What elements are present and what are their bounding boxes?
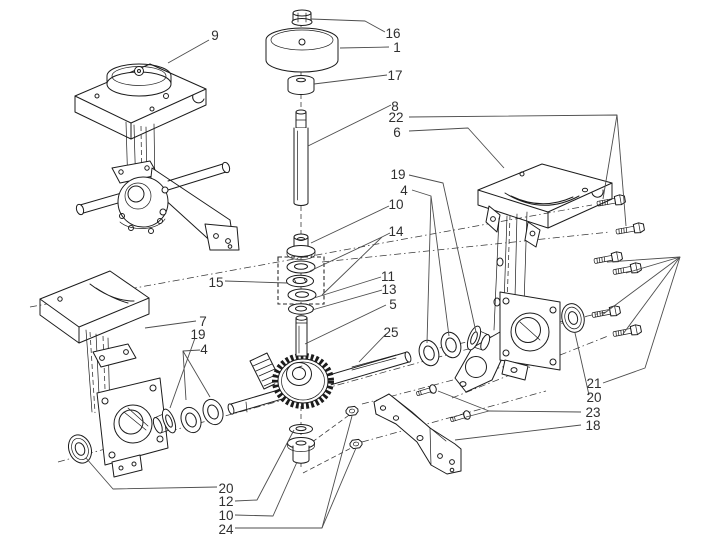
spur-gear: [272, 353, 334, 409]
callout-4-right-leader-1: [430, 195, 450, 337]
callout-22-label: 22: [388, 110, 403, 125]
right-washer-b: [437, 329, 465, 361]
callout-11-label: 11: [381, 269, 395, 284]
callout-6-leader-0: [408, 127, 505, 169]
pulley: [265, 27, 339, 73]
callout-23-leader-1: [465, 410, 490, 418]
kit-washer-3: [287, 288, 317, 302]
bolt-6: [611, 323, 643, 340]
spacer: [287, 75, 315, 95]
callout-4-left-label: 4: [200, 342, 208, 357]
callout-1-label: 1: [393, 40, 401, 55]
callout-10-right-leader-0: [310, 205, 390, 244]
callout-11-leader-0: [313, 276, 382, 299]
callout-19-right-leader-0: [408, 174, 477, 333]
right-washer-a: [415, 337, 443, 369]
callout-24-label: 24: [218, 522, 234, 537]
right-output-seal: [558, 300, 588, 336]
callout-20-right-leader-0: [574, 332, 590, 396]
callout-23-leader-0: [437, 390, 582, 413]
callout-6-label: 6: [393, 125, 401, 140]
callout-16-leader-0: [310, 18, 386, 33]
callout-12-label: 12: [218, 494, 233, 509]
callout-15-leader-0: [224, 280, 288, 284]
callout-19-left-label: 19: [190, 327, 205, 342]
left-washer-b: [198, 395, 228, 429]
callout-8-leader-0: [307, 104, 392, 147]
callout-10-bottom-label: 10: [218, 508, 233, 523]
callout-19-left-leader-0: [169, 337, 196, 409]
callout-5-leader-0: [304, 304, 387, 345]
callout-25-leader-0: [358, 333, 387, 363]
left-housing-half: [39, 270, 169, 478]
assembled-gearbox: [74, 63, 240, 251]
bolt-3: [592, 250, 624, 267]
axle-shaft-and-gears: [227, 351, 412, 415]
input-shaft-stack: [265, 9, 339, 464]
callout-7-leader-0: [144, 320, 197, 329]
callout-14-label: 14: [388, 224, 404, 239]
callout-17-leader-0: [313, 74, 388, 85]
callout-21-leader-1: [625, 256, 681, 274]
callout-20-bottom-left-label: 20: [218, 481, 233, 496]
callout-21-leader-0: [602, 256, 681, 384]
callout-17-label: 17: [387, 68, 402, 83]
callout-9-label: 9: [211, 28, 219, 43]
callout-21-label: 21: [586, 376, 601, 391]
left-output-seal: [64, 431, 96, 467]
callout-13-label: 13: [381, 282, 396, 297]
bolt-2: [614, 221, 646, 238]
gear-shaft: [295, 315, 308, 357]
callout-1-leader-0: [339, 46, 390, 49]
lower-washer: [289, 424, 313, 434]
carriage-bolt-2: [448, 409, 472, 425]
callout-13-leader-0: [311, 289, 383, 311]
lower-flanged-bushing: [287, 437, 315, 464]
callout-20-bottom-left-leader-0: [85, 457, 218, 490]
callout-9-leader-0: [167, 39, 210, 64]
upper-flanged-bushing: [286, 233, 316, 260]
right-housing-half: [454, 163, 613, 393]
flange-nut: [291, 9, 313, 26]
callout-7-label: 7: [199, 314, 207, 329]
thrust-washer: [288, 303, 314, 315]
callout-23-label: 23: [585, 405, 600, 420]
callout-4-right-leader-0: [411, 189, 432, 344]
callout-24-leader-1: [321, 447, 357, 529]
callout-5-label: 5: [389, 297, 397, 312]
hex-nut-2: [348, 438, 364, 450]
input-shaft: [293, 109, 309, 206]
carriage-bolt-1: [414, 383, 438, 399]
hex-nut-1: [344, 405, 360, 417]
kit-washer-1: [286, 260, 316, 274]
callout-18-leader-0: [454, 424, 582, 441]
callout-4-right-label: 4: [400, 183, 408, 198]
callout-10-right-label: 10: [388, 197, 403, 212]
callout-15-label: 15: [208, 275, 223, 290]
callout-18-label: 18: [585, 418, 600, 433]
callout-14-leader-1: [321, 236, 383, 296]
kit-washer-2: [286, 274, 314, 288]
callout-22-leader-1: [616, 114, 627, 227]
callout-12-leader-0: [234, 429, 295, 502]
callout-19-right-label: 19: [390, 167, 405, 182]
callout-4-left-leader-1: [182, 350, 211, 398]
callout-21-leader-2: [601, 256, 681, 316]
callout-10-bottom-leader-0: [234, 461, 298, 517]
callout-14-leader-0: [309, 232, 391, 272]
mounting-bracket: [373, 393, 462, 475]
callout-8-label: 8: [391, 99, 399, 114]
callout-16-label: 16: [385, 26, 400, 41]
washer-kit-box: [277, 256, 325, 305]
left-washer-a: [176, 403, 206, 437]
callout-20-right-label: 20: [586, 390, 601, 405]
callout-25-label: 25: [383, 325, 398, 340]
callout-21-leader-3: [622, 256, 681, 335]
